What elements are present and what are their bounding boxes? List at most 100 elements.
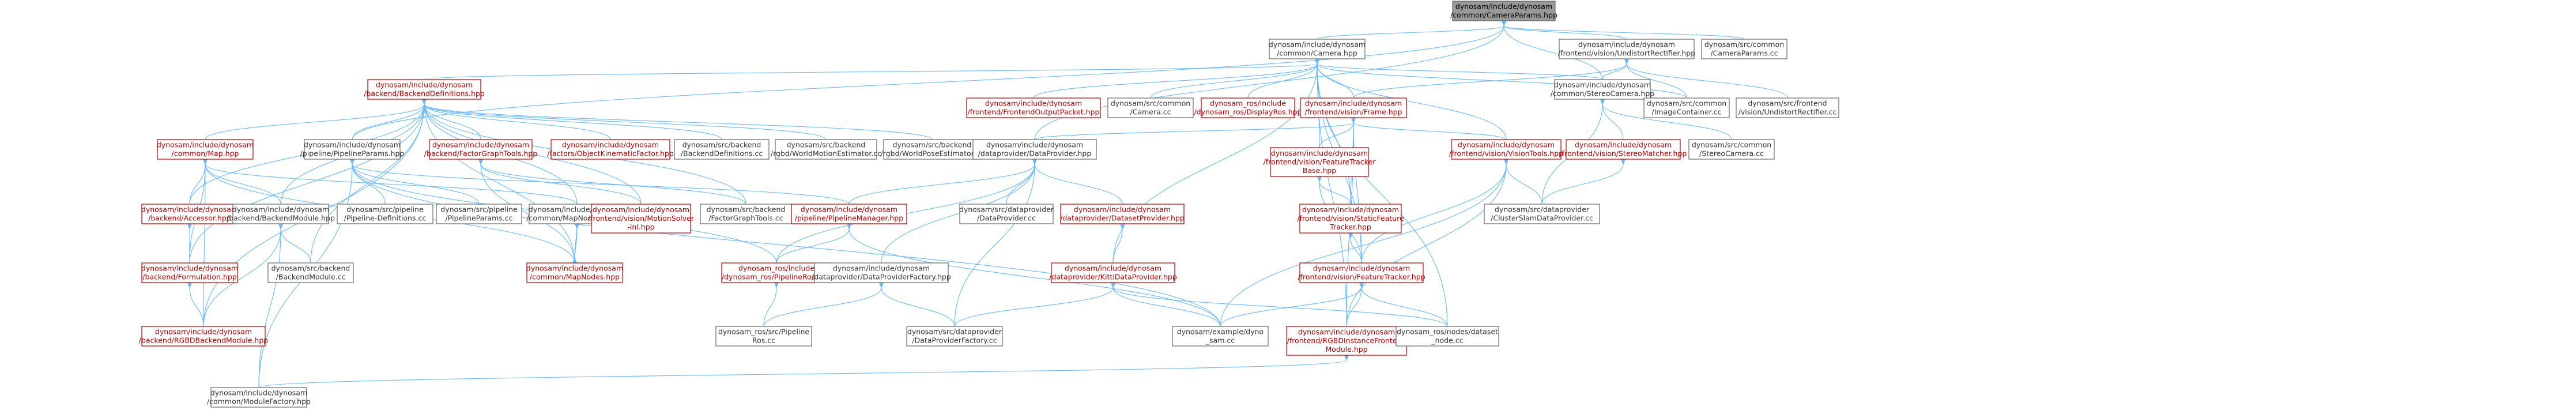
graph-node-static-feature-tracker-hpp[interactable]: dynosam/include/dynosam/frontend/vision/…	[1297, 204, 1404, 234]
node-box	[1736, 97, 1839, 118]
graph-node-map-hpp[interactable]: dynosam/include/dynosam/common/Map.hpp	[157, 139, 254, 160]
graph-node-dataset-provider-hpp[interactable]: dynosam/include/dynosam/dataprovider/Dat…	[1060, 204, 1185, 224]
dependency-edge	[1501, 20, 1603, 80]
graph-node-pipeline-params-hpp[interactable]: dynosam/include/dynosam/pipeline/Pipelin…	[300, 139, 405, 160]
graph-node-dp-factory-hpp[interactable]: dynosam/include/dynosam/dataprovider/Dat…	[812, 262, 951, 283]
graph-node-formulation-hpp[interactable]: dynosam/include/dynosam/backend/Formulat…	[141, 262, 238, 283]
node-label-line: /backend/Accessor.hpp	[148, 214, 231, 223]
node-label-line: /ClusterSlamDataProvider.cc	[1491, 214, 1593, 223]
graph-node-world-pose-cc[interactable]: dynosam/src/backend/rgbd/WorldPoseEstima…	[881, 139, 984, 160]
node-label-line: /frontend/vision/VisionTools.hpp	[1449, 149, 1563, 158]
node-box	[1107, 97, 1194, 118]
node-label-line: /ImageContainer.cc	[1651, 108, 1721, 116]
graph-node-vision-tools-hpp[interactable]: dynosam/include/dynosam/frontend/vision/…	[1449, 139, 1563, 160]
dependency-edge	[349, 159, 850, 205]
dependency-edge	[1600, 99, 1624, 140]
dependency-edge	[1112, 223, 1125, 264]
dependency-edge	[1501, 20, 1745, 40]
node-box	[367, 79, 481, 100]
node-box	[429, 139, 533, 160]
node-label-line: /vision/UndistortRectifier.cc	[1738, 108, 1837, 116]
graph-node-data-provider-cc[interactable]: dynosam/src/dataprovider/DataProvider.cc	[959, 204, 1054, 224]
graph-node-module-factory-hpp[interactable]: dynosam/include/dynosam/common/ModuleFac…	[207, 387, 311, 408]
dependency-edge	[352, 99, 427, 140]
graph-node-dp-factory-cc[interactable]: dynosam/src/dataprovider/DataProviderFac…	[906, 326, 1003, 347]
graph-node-pipeline-manager-hpp[interactable]: dynosam/include/dynosam/pipeline/Pipelin…	[791, 204, 907, 224]
graph-node-stereo-camera-cc[interactable]: dynosam/src/common/StereoCamera.cc	[1688, 139, 1775, 160]
graph-node-rgbd-backend-hpp[interactable]: dynosam/include/dynosam/backend/RGBDBack…	[139, 326, 269, 347]
dependency-edge	[1033, 58, 1320, 99]
node-label-line: -inl.hpp	[627, 223, 654, 231]
graph-node-factor-graph-tools-hpp[interactable]: dynosam/include/dynosam/backend/FactorGr…	[424, 139, 537, 160]
dependency-edge	[1348, 232, 1362, 264]
graph-node-map-nodes-hpp[interactable]: dynosam/include/dynosam/common/MapNodes.…	[526, 262, 623, 283]
graph-node-backend-defs-hpp[interactable]: dynosam/include/dynosam/backend/BackendD…	[364, 79, 485, 100]
graph-node-stereo-camera-hpp[interactable]: dynosam/include/dynosam/common/StereoCam…	[1551, 79, 1654, 100]
node-box	[1286, 326, 1407, 356]
graph-node-undistort-cc[interactable]: dynosam/src/frontend/vision/UndistortRec…	[1736, 97, 1839, 118]
node-label-line: /common/Camera.hpp	[1277, 49, 1357, 58]
graph-node-factor-graph-tools-cc[interactable]: dynosam/src/backend/FactorGraphTools.cc	[700, 204, 792, 224]
graph-node-feature-tracker-base-hpp[interactable]: dynosam/include/dynosam/frontend/vision/…	[1264, 147, 1376, 177]
graph-node-data-provider-hpp[interactable]: dynosam/include/dynosam/dataprovider/Dat…	[972, 139, 1097, 160]
node-label-line: /BackendDefinitions.cc	[681, 149, 763, 158]
node-label-line: /StereoCamera.cc	[1699, 149, 1764, 158]
node-label-line: dynosam_ros/include	[738, 264, 814, 273]
graph-node-rgbd-frontend-hpp[interactable]: dynosam/include/dynosam/frontend/RGBDIns…	[1286, 326, 1407, 356]
graph-node-pipeline-ros-hpp[interactable]: dynosam_ros/include/dynosam_ros/Pipeline…	[721, 262, 832, 283]
node-label-line: dynosam/include/dynosam	[1271, 149, 1368, 157]
graph-node-feature-tracker-hpp[interactable]: dynosam/include/dynosam/frontend/vision/…	[1298, 262, 1425, 283]
graph-node-stereo-matcher-hpp[interactable]: dynosam/include/dynosam/frontend/vision/…	[1560, 139, 1687, 160]
graph-node-motion-solver-inl-hpp[interactable]: dynosam/include/dynosam/frontend/vision/…	[588, 204, 695, 234]
graph-node-backend-module-cc[interactable]: dynosam/src/backend/BackendModule.cc	[267, 262, 354, 283]
graph-node-cluster-slam-cc[interactable]: dynosam/src/dataprovider/ClusterSlamData…	[1484, 204, 1600, 224]
node-label-line: dynosam/src/pipeline	[346, 205, 424, 214]
node-label-line: /backend/FactorGraphTools.hpp	[424, 149, 537, 158]
graph-node-image-container-cc[interactable]: dynosam/src/common/ImageContainer.cc	[1643, 97, 1730, 118]
node-label-line: /frontend/vision/FeatureTracker.hpp	[1298, 273, 1425, 281]
graph-node-pipeline-params-cc[interactable]: dynosam/src/pipeline/PipelineParams.cc	[436, 204, 522, 224]
graph-node-camera-hpp[interactable]: dynosam/include/dynosam/common/Camera.hp…	[1269, 39, 1366, 59]
dependency-edge	[1034, 117, 1356, 140]
node-label-line: /CameraParams.cc	[1710, 49, 1778, 58]
graph-node-dataset-node-cc[interactable]: dynosam_ros/nodes/dataset_node.cc	[1396, 326, 1499, 347]
dependency-edge	[1110, 282, 1448, 327]
dependency-edge	[572, 223, 578, 264]
node-label-line: dynosam/src/backend	[271, 264, 350, 273]
graph-node-camera-cc[interactable]: dynosam/src/common/Camera.cc	[1107, 97, 1194, 118]
graph-node-backend-defs-cc[interactable]: dynosam/src/backend/BackendDefinitions.c…	[674, 139, 770, 160]
dependency-edge	[187, 282, 204, 327]
dependency-edge	[258, 223, 284, 388]
graph-node-pipeline-defs-cc[interactable]: dynosam/src/pipeline/Pipeline-Definition…	[337, 204, 433, 224]
graph-node-frontend-output-hpp[interactable]: dynosam/include/dynosam/frontend/Fronten…	[966, 97, 1101, 118]
graph-node-display-ros-hpp[interactable]: dynosam_ros/include/dynosam_ros/DisplayR…	[1194, 97, 1302, 118]
dependency-edge	[776, 223, 852, 264]
graph-node-root[interactable]: dynosam/include/dynosam/common/CameraPar…	[1450, 1, 1557, 21]
node-label-line: /backend/RGBDBackendModule.hpp	[139, 336, 269, 345]
node-label-line: /frontend/vision/StereoMatcher.hpp	[1560, 149, 1687, 158]
node-label-line: /frontend/vision/Frame.hpp	[1304, 108, 1402, 116]
node-box	[1484, 204, 1600, 224]
graph-node-world-motion-cc[interactable]: dynosam/src/backend/rgbd/WorldMotionEsti…	[771, 139, 881, 160]
dependency-edge	[421, 99, 575, 264]
node-box	[526, 262, 623, 283]
node-box	[1559, 39, 1695, 59]
node-label-line: /Pipeline-Definitions.cc	[344, 214, 427, 223]
graph-node-pipeline-ros-cc[interactable]: dynosam_ros/src/PipelineRos.cc	[715, 326, 812, 347]
node-box	[1201, 97, 1295, 118]
graph-node-object-kinematic-hpp[interactable]: dynosam/include/dynosam/factors/ObjectKi…	[547, 139, 674, 160]
node-box	[304, 139, 401, 160]
graph-node-accessor-hpp[interactable]: dynosam/include/dynosam/backend/Accessor…	[141, 204, 238, 224]
node-label-line: dynosam/src/common	[1692, 141, 1771, 149]
graph-node-dyno-sam-cc[interactable]: dynosam/example/dyno_sam.cc	[1172, 326, 1269, 347]
graph-node-undistort-hpp[interactable]: dynosam/include/dynosam/frontend/vision/…	[1558, 39, 1695, 59]
graph-node-kitti-dp-hpp[interactable]: dynosam/include/dynosam/dataprovider/Kit…	[1049, 262, 1177, 283]
node-label-line: dynosam/include/dynosam	[1313, 264, 1410, 273]
dependency-edge	[421, 99, 481, 140]
dependency-edge	[1346, 282, 1364, 327]
graph-node-cameraparams-cc[interactable]: dynosam/src/common/CameraParams.cc	[1701, 39, 1787, 59]
dependency-edge	[763, 282, 884, 327]
graph-node-backend-module-hpp[interactable]: dynosam/include/dynosam/backend/BackendM…	[227, 204, 335, 224]
node-label-line: /PipelineParams.cc	[446, 214, 513, 223]
graph-node-frame-hpp[interactable]: dynosam/include/dynosam/frontend/vision/…	[1300, 97, 1407, 118]
